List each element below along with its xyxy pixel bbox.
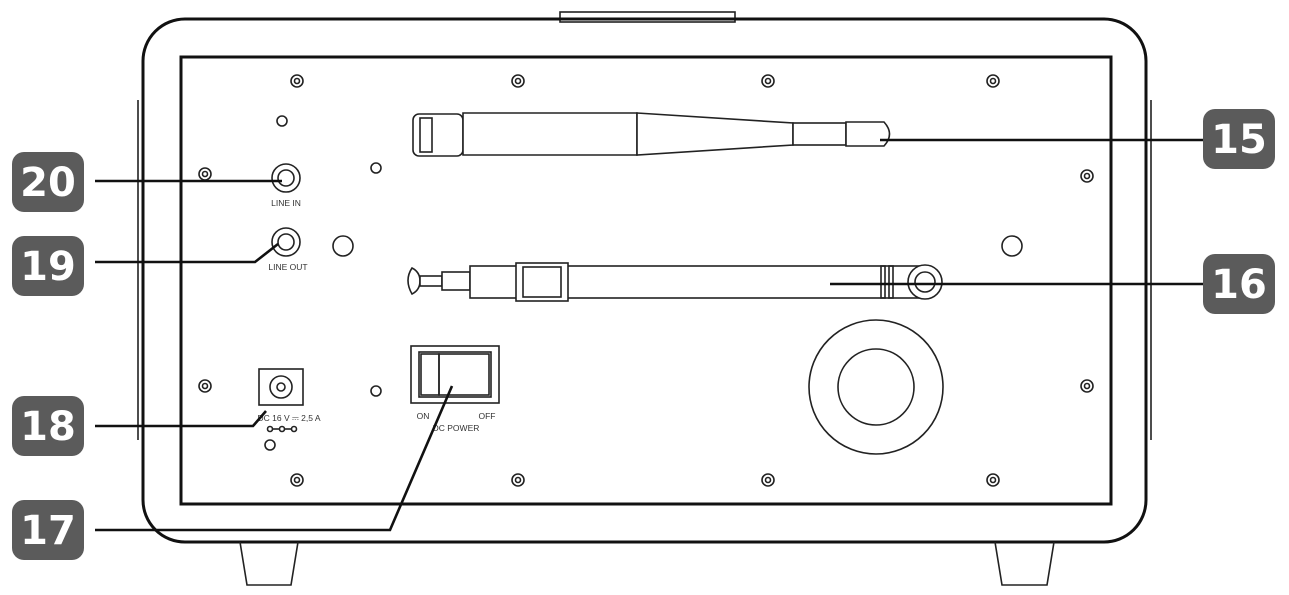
screw-8 [1080, 379, 1094, 393]
small-hole-1 [370, 162, 382, 174]
screw-3 [761, 74, 775, 88]
cabinet-outline [141, 17, 1148, 544]
svg-text:19: 19 [20, 244, 76, 290]
svg-text:15: 15 [1211, 117, 1267, 163]
leader-19 [95, 242, 279, 264]
callout-badge-18: 18 [12, 396, 84, 456]
screw-7 [198, 379, 212, 393]
screw-2 [511, 74, 525, 88]
mount-hole-left [332, 235, 354, 257]
line-out-label: LINE OUT [268, 262, 307, 272]
screw-center-12 [989, 476, 997, 484]
power-switch [410, 345, 500, 404]
screw-center-5 [201, 170, 209, 178]
screw-center-11 [764, 476, 772, 484]
back-panel [179, 55, 1113, 506]
switch-on-label: ON [417, 411, 430, 421]
callout-badge-19: 19 [12, 236, 84, 296]
screw-1 [290, 74, 304, 88]
screws [198, 74, 1094, 487]
svg-text:16: 16 [1211, 262, 1267, 308]
screw-center-3 [764, 77, 772, 85]
line-in-jack [271, 163, 301, 193]
screw-center-2 [514, 77, 522, 85]
bass-port [808, 319, 944, 455]
screw-center-6 [1083, 172, 1091, 180]
fm-antenna [407, 262, 943, 302]
callout-badge-15: 15 [1203, 109, 1275, 169]
right-foot [994, 541, 1055, 586]
screw-center-8 [1083, 382, 1091, 390]
top-tab [559, 11, 736, 23]
screw-11 [761, 473, 775, 487]
left-foot [239, 541, 299, 586]
line-in-label: LINE IN [271, 198, 301, 208]
callout-badge-20: 20 [12, 152, 84, 212]
screw-12 [986, 473, 1000, 487]
svg-text:20: 20 [20, 160, 76, 206]
mount-hole-right [1001, 235, 1023, 257]
dc-jack [258, 368, 304, 451]
screw-center-1 [293, 77, 301, 85]
svg-text:18: 18 [20, 404, 76, 450]
callout-badge-16: 16 [1203, 254, 1275, 314]
screw-4 [986, 74, 1000, 88]
line-out-jack [271, 227, 301, 257]
svg-text:17: 17 [20, 508, 76, 554]
callout-badge-17: 17 [12, 500, 84, 560]
small-hole-2 [370, 385, 382, 397]
leader-17 [95, 385, 454, 532]
screw-center-10 [514, 476, 522, 484]
switch-off-label: OFF [479, 411, 496, 421]
screw-9 [290, 473, 304, 487]
screw-center-4 [989, 77, 997, 85]
leader-18 [95, 410, 267, 428]
dc-rating-label: DC 16 V ⎓ 2,5 A [257, 413, 320, 423]
ground-screw [276, 115, 288, 127]
screw-center-9 [293, 476, 301, 484]
screw-5 [198, 167, 212, 181]
switch-title-label: DC POWER [433, 423, 480, 433]
screw-10 [511, 473, 525, 487]
screw-center-7 [201, 382, 209, 390]
screw-6 [1080, 169, 1094, 183]
wlan-antenna [412, 112, 891, 157]
